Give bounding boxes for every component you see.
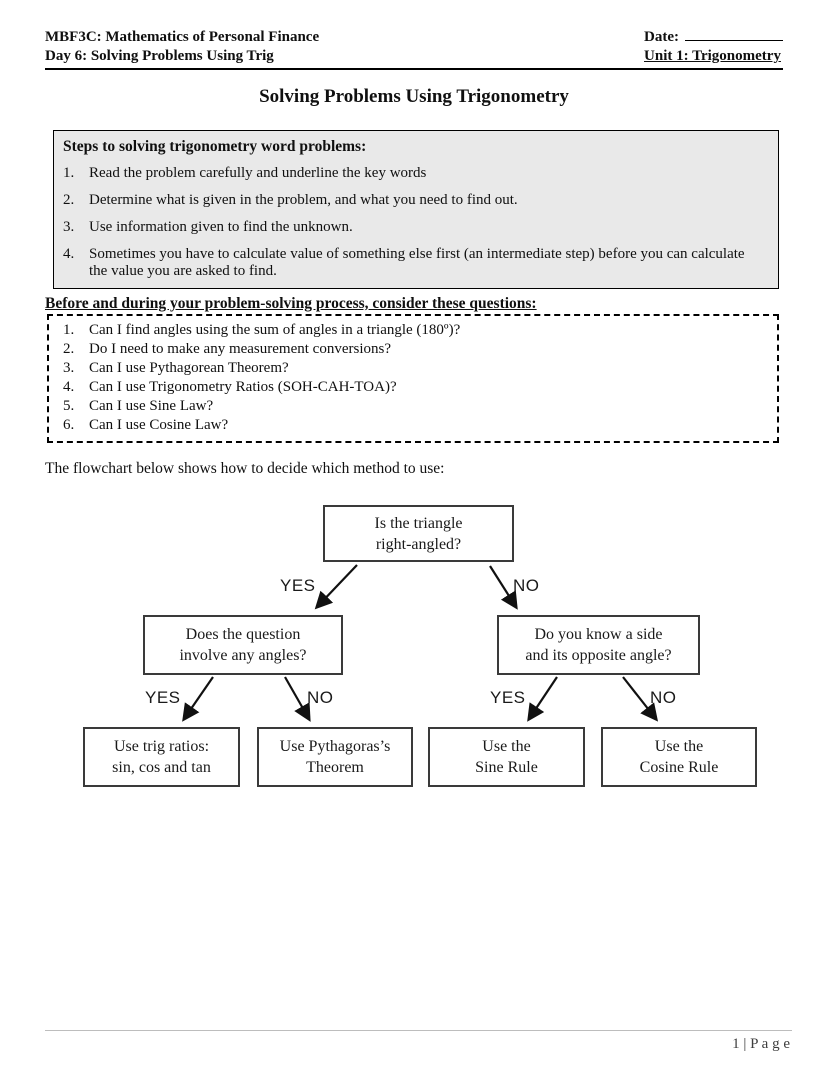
questions-heading: Before and during your problem-solving p…	[45, 295, 537, 312]
flowchart-node-sine-rule: Use the Sine Rule	[428, 727, 585, 787]
flowchart-intro: The flowchart below shows how to decide …	[45, 460, 445, 477]
node-text: right-angled?	[375, 535, 462, 553]
item-number: 1.	[63, 165, 75, 181]
branch-label-no: NO	[650, 688, 677, 707]
steps-box: Steps to solving trigonometry word probl…	[53, 130, 779, 289]
date-blank-line	[685, 28, 783, 41]
unit-title: Unit 1: Trigonometry	[644, 48, 781, 64]
item-text: Use information given to find the unknow…	[89, 219, 353, 235]
branch-label-yes: YES	[490, 688, 526, 707]
list-item: 3. Use information given to find the unk…	[63, 219, 768, 236]
item-text: Can I use Sine Law?	[89, 398, 214, 414]
flowchart-node-pythagoras: Use Pythagoras’s Theorem	[257, 727, 413, 787]
page-number: 1 | P a g e	[732, 1036, 790, 1052]
node-text: Is the triangle	[374, 514, 463, 532]
item-number: 3.	[63, 219, 75, 235]
node-text: Sine Rule	[475, 759, 538, 776]
item-number: 2.	[63, 192, 75, 208]
item-number: 2.	[63, 341, 75, 357]
item-text: Can I use Pythagorean Theorem?	[89, 360, 289, 376]
node-text: Use trig ratios:	[113, 738, 210, 755]
branch-label-yes: YES	[280, 576, 316, 595]
list-item: 6. Can I use Cosine Law?	[59, 416, 769, 435]
node-text: Theorem	[306, 759, 364, 776]
footer-divider	[45, 1030, 792, 1031]
flowchart-node-trig-ratios: Use trig ratios: sin, cos and tan	[83, 727, 240, 787]
questions-box: 1. Can I find angles using the sum of an…	[47, 314, 779, 443]
flowchart-node-cosine-rule: Use the Cosine Rule	[601, 727, 757, 787]
node-text: Use the	[654, 738, 704, 755]
list-item: 1. Can I find angles using the sum of an…	[59, 321, 769, 340]
node-text: and its opposite angle?	[525, 647, 672, 664]
node-text: Cosine Rule	[639, 759, 719, 776]
list-item: 4. Can I use Trigonometry Ratios (SOH-CA…	[59, 378, 769, 397]
list-item: 2. Determine what is given in the proble…	[63, 192, 768, 209]
item-text: Can I find angles using the sum of angle…	[89, 322, 461, 338]
branch-label-no: NO	[513, 576, 540, 595]
node-text: Use Pythagoras’s	[279, 738, 391, 755]
flowchart-node-angles-question: Does the question involve any angles?	[143, 615, 343, 675]
list-item: 1. Read the problem carefully and underl…	[63, 165, 768, 182]
header-left: MBF3C: Mathematics of Personal Finance D…	[45, 28, 319, 66]
item-text: Do I need to make any measurement conver…	[89, 341, 391, 357]
page-title: Solving Problems Using Trigonometry	[259, 86, 569, 107]
list-item: 5. Can I use Sine Law?	[59, 397, 769, 416]
item-text: Read the problem carefully and underline…	[89, 165, 427, 181]
node-text: Do you know a side	[534, 626, 663, 643]
item-text: Determine what is given in the problem, …	[89, 192, 518, 208]
node-text: sin, cos and tan	[112, 759, 211, 776]
item-number: 3.	[63, 360, 75, 376]
decision-flowchart: Is the triangle right-angled? YES NO Doe…	[0, 495, 828, 805]
course-title: MBF3C: Mathematics of Personal Finance	[45, 29, 320, 45]
flowchart-node-side-angle-question: Do you know a side and its opposite angl…	[497, 615, 700, 675]
list-item: 3. Can I use Pythagorean Theorem?	[59, 359, 769, 378]
branch-label-yes: YES	[145, 688, 181, 707]
flowchart-node-root: Is the triangle right-angled?	[323, 505, 514, 562]
branch-label-no: NO	[307, 688, 334, 707]
list-item: 4. Sometimes you have to calculate value…	[63, 246, 768, 280]
item-number: 6.	[63, 417, 75, 433]
item-text: Sometimes you have to calculate value of…	[89, 246, 745, 279]
item-text: Can I use Trigonometry Ratios (SOH-CAH-T…	[89, 379, 397, 395]
node-text: Does the question	[185, 626, 301, 643]
steps-heading: Steps to solving trigonometry word probl…	[63, 138, 367, 155]
document-header: MBF3C: Mathematics of Personal Finance D…	[45, 28, 783, 70]
lesson-title: Day 6: Solving Problems Using Trig	[45, 48, 274, 64]
header-right: Date: Unit 1: Trigonometry	[644, 28, 783, 66]
list-item: 2. Do I need to make any measurement con…	[59, 340, 769, 359]
item-number: 4.	[63, 379, 75, 395]
item-number: 4.	[63, 246, 75, 262]
date-label: Date:	[644, 29, 679, 45]
item-number: 1.	[63, 322, 75, 338]
item-number: 5.	[63, 398, 75, 414]
flowchart-arrows	[182, 564, 659, 722]
item-text: Can I use Cosine Law?	[89, 417, 229, 433]
node-text: Use the	[482, 738, 531, 755]
node-text: involve any angles?	[179, 647, 307, 664]
